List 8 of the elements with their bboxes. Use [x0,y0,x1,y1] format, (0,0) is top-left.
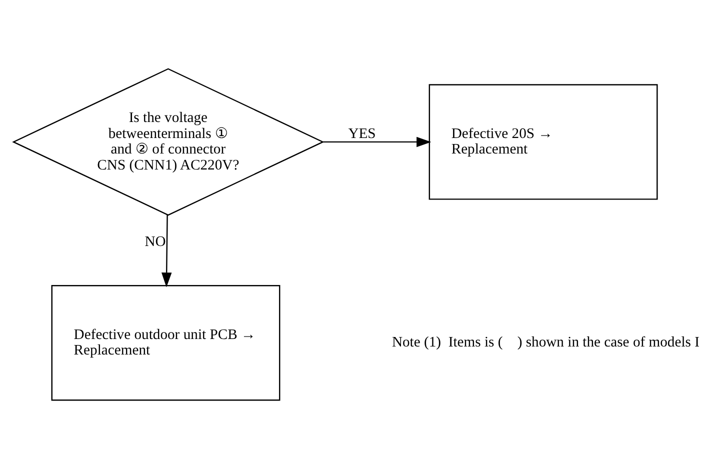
label: Note (1) Items is ( ) shown in the case of models I [392,334,700,350]
node-box: Defective 20S → Replacement [428,84,658,200]
node-box: Defective outdoor unit PCB → Replacement [51,284,280,400]
node-diamond: Is the voltage betweenterminals ① and ② of connector CNS (CNN1) AC220V? [12,68,324,216]
edge-label: YES [348,125,376,142]
arrow [161,214,172,287]
arrow [323,136,432,147]
edge-label: NO [144,234,166,250]
